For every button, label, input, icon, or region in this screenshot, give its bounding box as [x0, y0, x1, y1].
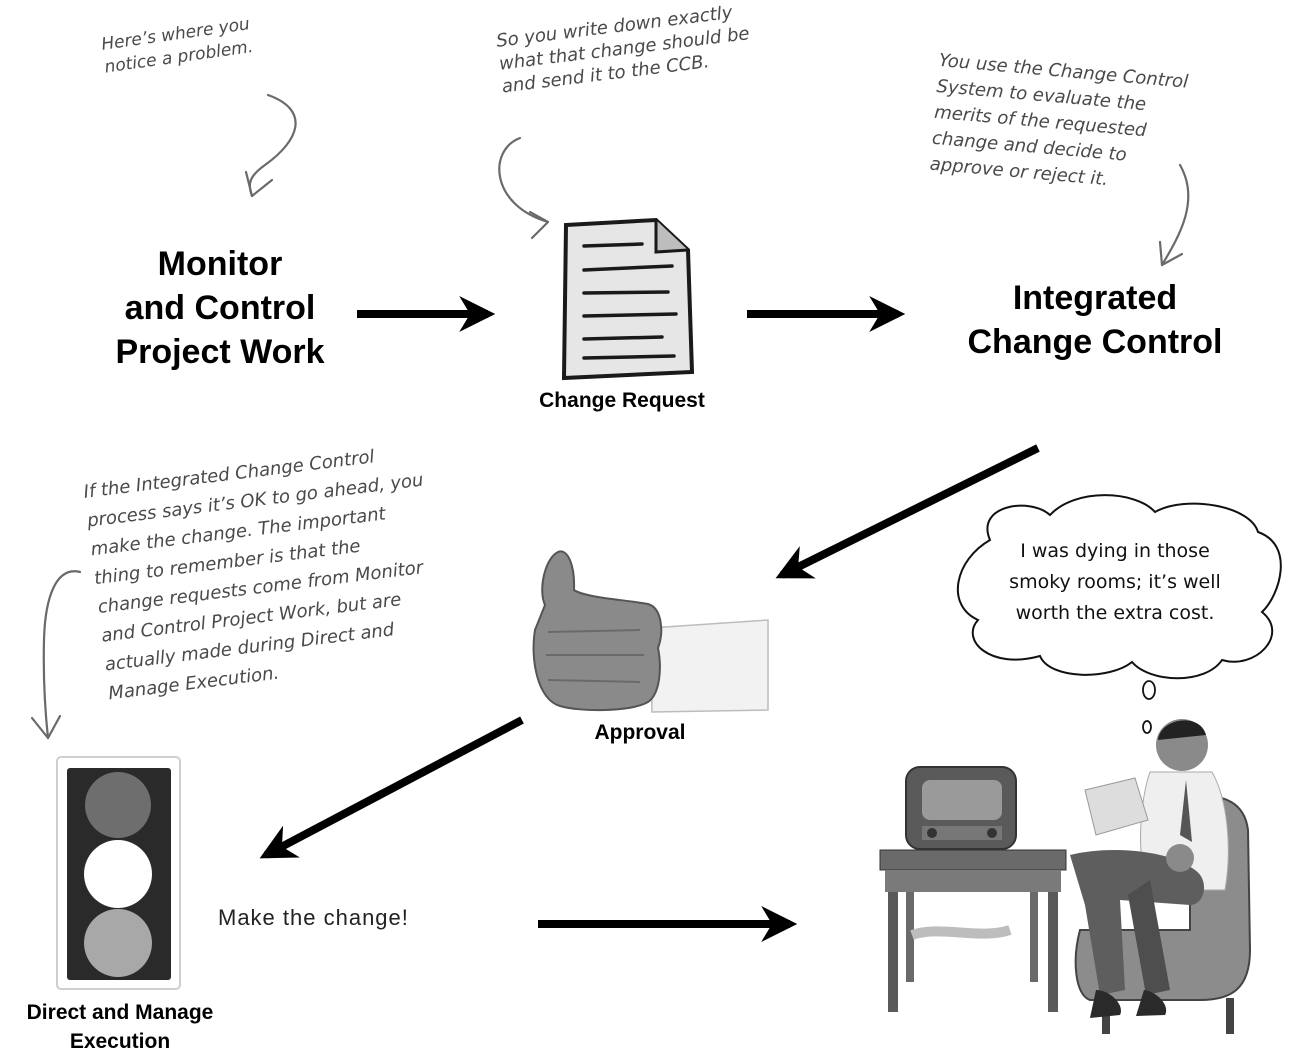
- caption-approval: Approval: [594, 721, 686, 744]
- arrow-integrated-to-approval: [775, 444, 1040, 579]
- document-icon: [561, 217, 695, 381]
- curved-pointer-integrated: [1160, 163, 1190, 267]
- thumbs-up-icon: [532, 550, 769, 713]
- arrow-approval-to-direct: [259, 716, 524, 859]
- thought-bubble: [956, 494, 1282, 734]
- process-monitor-control: Monitor and Control Project Work: [115, 245, 325, 371]
- thought-bubble-text: I was dying in those smoky rooms; it’s w…: [1009, 540, 1221, 624]
- caption-change-request: Change Request: [539, 389, 705, 412]
- curved-pointer-direct: [42, 570, 82, 740]
- man-with-radio-illustration: [879, 719, 1252, 1034]
- process-integrated-change-control: Integrated Change Control: [967, 279, 1223, 361]
- make-change-label: Make the change!: [218, 905, 409, 930]
- caption-direct-execution: Direct and Manage Execution: [26, 1001, 214, 1053]
- curved-pointer-request: [498, 136, 550, 224]
- traffic-light-icon: [56, 756, 181, 990]
